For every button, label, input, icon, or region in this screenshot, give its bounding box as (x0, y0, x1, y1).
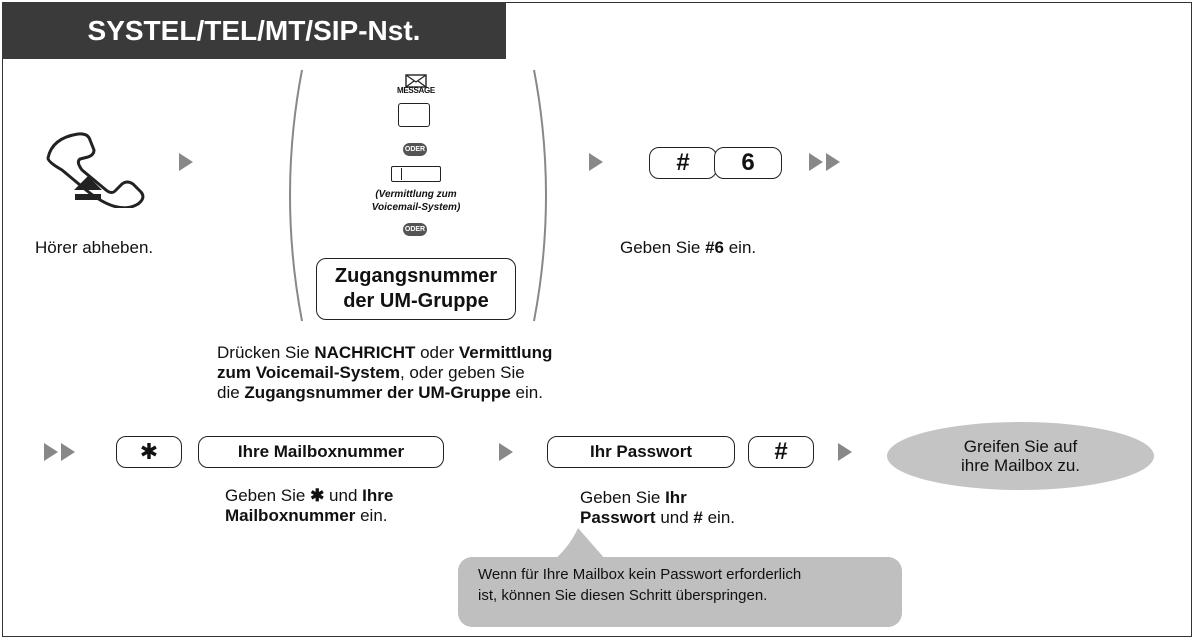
left-bracket (289, 69, 303, 322)
step1-caption: Hörer abheben. (35, 238, 154, 257)
transfer-label-line2: Voicemail-System) (371, 202, 461, 213)
page-title: SYSTEL/TEL/MT/SIP-Nst. (2, 2, 506, 59)
double-arrow-part (44, 443, 58, 461)
oder-badge: ODER (403, 223, 427, 236)
mailbox-number-button[interactable]: Ihre Mailboxnummer (198, 436, 444, 468)
message-button[interactable] (398, 103, 430, 127)
note-line2: ist, können Sie diesen Schritt übersprin… (478, 587, 768, 604)
flow-arrow (838, 443, 852, 461)
transfer-label-line1: (Vermittlung zum (375, 189, 457, 200)
access-number-button[interactable]: Zugangsnummer der UM-Gruppe (316, 258, 516, 320)
double-arrow-part (61, 443, 75, 461)
double-arrow-part (826, 153, 840, 171)
step3-caption: Geben Sie #6 ein. (620, 238, 757, 257)
message-label: MESSAGE (397, 86, 435, 95)
oder-badge: ODER (403, 143, 427, 156)
result-ellipse: Greifen Sie auf ihre Mailbox zu. (887, 422, 1154, 490)
access-number-line2: der UM-Gruppe (343, 290, 489, 312)
star-key[interactable]: ✱ (116, 436, 182, 468)
password-button[interactable]: Ihr Passwort (547, 436, 735, 468)
envelope-icon (405, 74, 427, 88)
hash-key[interactable]: # (649, 147, 717, 179)
hash-key[interactable]: # (748, 436, 814, 468)
flow-arrow (179, 153, 193, 171)
access-number-line1: Zugangsnummer (334, 265, 498, 287)
double-arrow-part (809, 153, 823, 171)
note-bubble: Wenn für Ihre Mailbox kein Passwort erfo… (458, 557, 902, 627)
step5-caption: Geben Sie Ihr Passwort und # ein. (580, 488, 736, 527)
flow-arrow (589, 153, 603, 171)
right-bracket (533, 69, 547, 322)
six-key[interactable]: 6 (714, 147, 782, 179)
step4-caption: Geben Sie ✱ und Ihre Mailboxnummer ein. (225, 486, 394, 525)
handset-off-hook-icon (46, 132, 145, 208)
result-line1: Greifen Sie auf (963, 437, 1078, 456)
note-line1: Wenn für Ihre Mailbox kein Passwort erfo… (478, 566, 802, 583)
note-bubble-tail (554, 528, 606, 560)
flow-arrow (499, 443, 513, 461)
step2-caption: Drücken Sie NACHRICHT oder Vermittlung z… (217, 343, 553, 402)
result-line2: ihre Mailbox zu. (960, 456, 1081, 475)
transfer-button[interactable] (391, 166, 441, 182)
